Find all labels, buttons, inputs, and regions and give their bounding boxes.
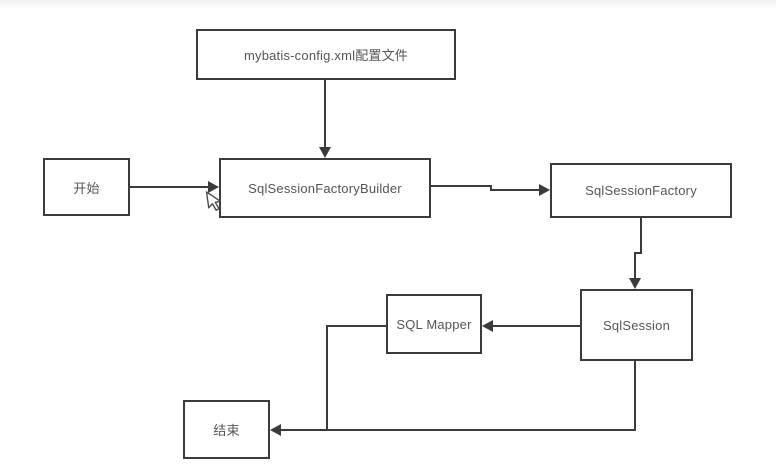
node-sqlsession-box[interactable]: SqlSession xyxy=(580,289,693,361)
node-start-box[interactable]: 开始 xyxy=(43,158,130,216)
window-top-edge-shadow xyxy=(0,0,776,12)
node-config-file-label: mybatis-config.xml配置文件 xyxy=(243,48,409,63)
connector-factory-session-jog xyxy=(634,252,642,254)
node-config-file-box[interactable]: mybatis-config.xml配置文件 xyxy=(196,29,456,80)
connector-session-end-segment2 xyxy=(279,429,636,431)
connector-session-mapper-segment xyxy=(492,325,580,327)
connector-config-builder-segment xyxy=(324,80,326,148)
connector-start-builder-segment xyxy=(130,186,209,188)
arrowhead-left-icon xyxy=(270,424,281,436)
connector-factory-session-segment xyxy=(640,218,642,254)
node-end-label: 结束 xyxy=(213,423,240,438)
node-sqlsessionfactorybuilder-box[interactable]: SqlSessionFactoryBuilder xyxy=(219,158,431,218)
arrowhead-down-icon xyxy=(319,147,331,158)
arrowhead-left-icon xyxy=(482,320,493,332)
arrowhead-right-icon xyxy=(539,184,550,196)
node-sqlmapper-box[interactable]: SQL Mapper xyxy=(386,294,482,354)
connector-factory-session-segment2 xyxy=(634,252,636,279)
arrowhead-right-icon xyxy=(208,181,219,193)
connector-mapper-down-segment2 xyxy=(326,325,328,431)
connector-builder-factory-segment2 xyxy=(490,189,540,191)
node-sqlmapper-label: SQL Mapper xyxy=(396,316,472,332)
connector-builder-factory-jog xyxy=(490,185,492,191)
node-sqlsessionfactorybuilder-label: SqlSessionFactoryBuilder xyxy=(248,180,402,196)
connector-builder-factory-segment xyxy=(431,185,492,187)
node-end-box[interactable]: 结束 xyxy=(183,400,270,459)
node-sqlsessionfactory-box[interactable]: SqlSessionFactory xyxy=(550,163,732,218)
connector-mapper-down-segment xyxy=(327,325,386,327)
node-sqlsession-label: SqlSession xyxy=(602,317,671,333)
arrowhead-down-icon xyxy=(629,278,641,289)
mouse-cursor-icon xyxy=(205,191,222,211)
node-sqlsessionfactory-label: SqlSessionFactory xyxy=(585,183,697,198)
node-start-label: 开始 xyxy=(73,180,100,196)
connector-session-end-segment xyxy=(634,361,636,430)
